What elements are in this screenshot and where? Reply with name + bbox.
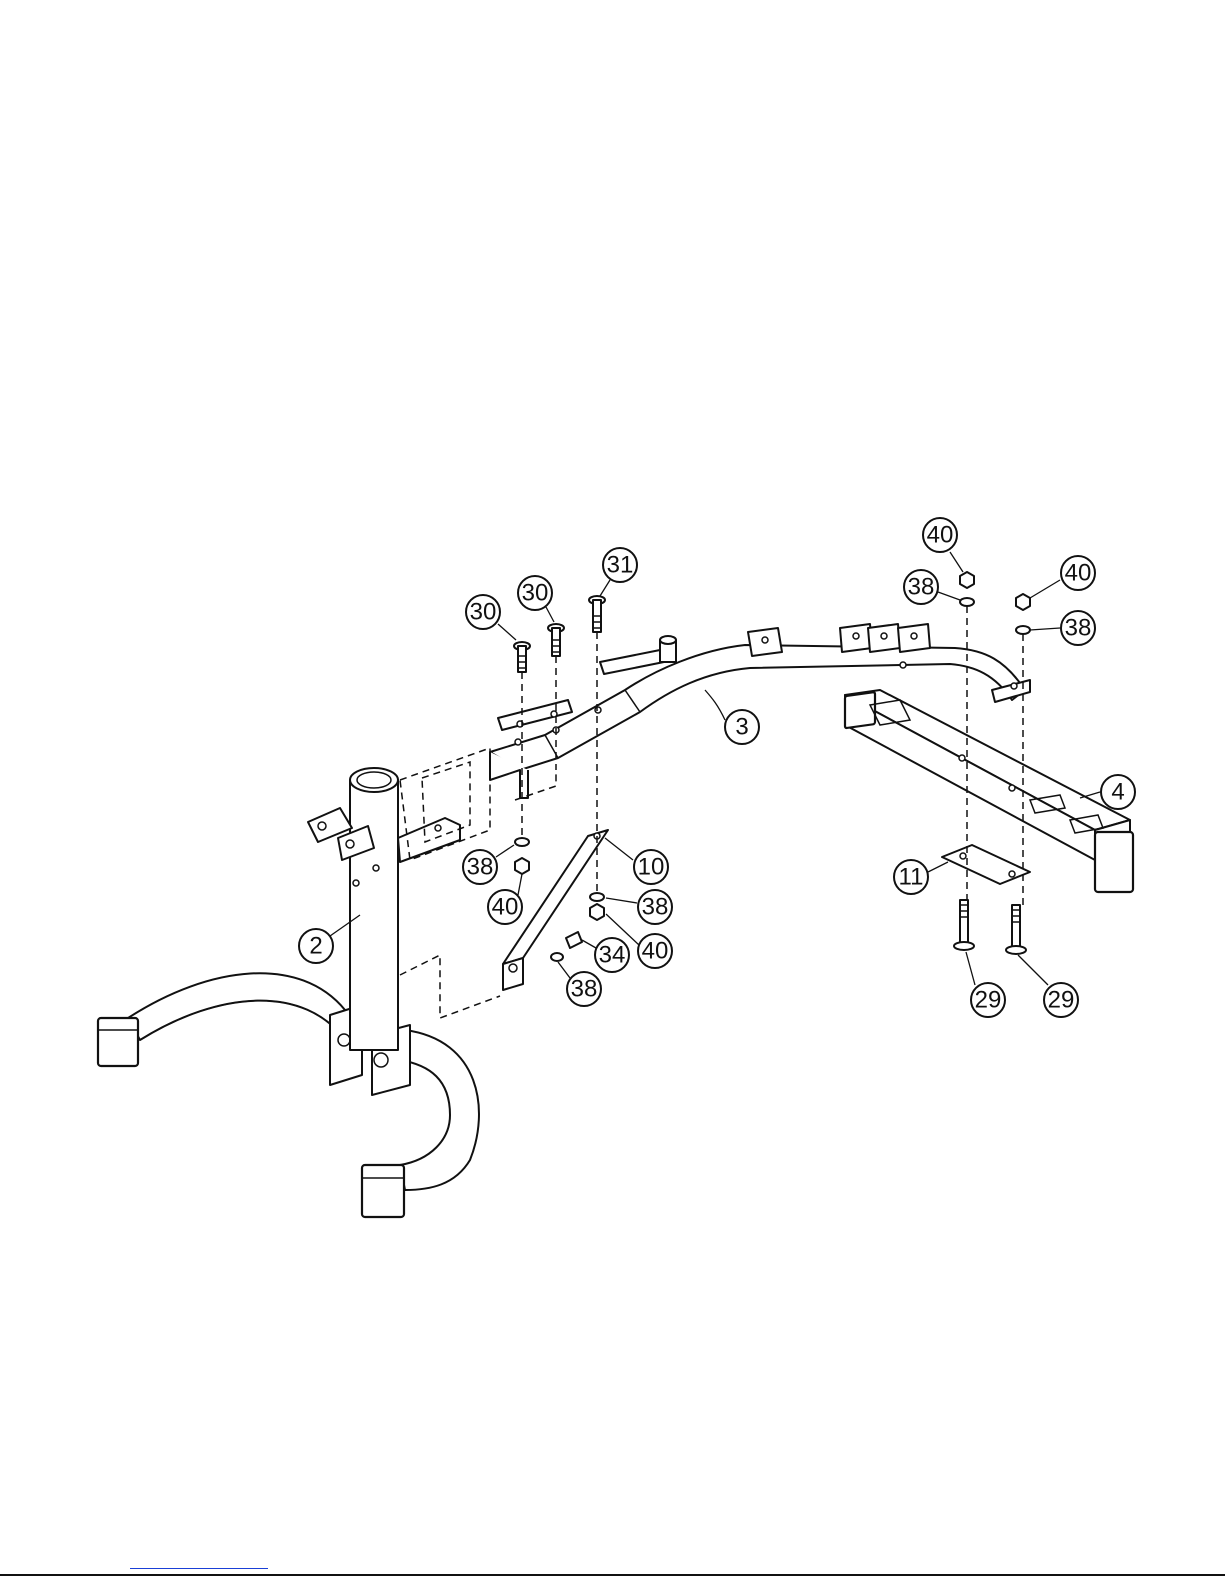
callout-part-11: 11 <box>894 860 928 894</box>
svg-text:30: 30 <box>522 580 549 607</box>
svg-text:38: 38 <box>642 894 669 921</box>
svg-text:40: 40 <box>492 894 519 921</box>
callout-part-38-b: 38 <box>638 890 672 924</box>
callout-part-38-a: 38 <box>463 850 497 884</box>
callout-part-30-left: 30 <box>466 595 500 629</box>
callout-part-40-b: 40 <box>638 934 672 968</box>
callout-part-38-e: 38 <box>1061 611 1095 645</box>
svg-text:30: 30 <box>470 599 497 626</box>
callout-part-38-d: 38 <box>904 570 938 604</box>
callout-part-3: 3 <box>725 710 759 744</box>
callout-part-29-left: 29 <box>971 983 1005 1017</box>
svg-text:38: 38 <box>571 976 598 1003</box>
svg-text:11: 11 <box>899 864 924 891</box>
callout-part-4: 4 <box>1101 775 1135 809</box>
svg-text:29: 29 <box>975 987 1002 1014</box>
svg-text:40: 40 <box>1065 560 1092 587</box>
callout-part-10: 10 <box>634 850 668 884</box>
footer-link-underline[interactable] <box>130 1568 268 1569</box>
callout-part-30-right: 30 <box>518 576 552 610</box>
svg-text:34: 34 <box>599 942 626 969</box>
svg-text:29: 29 <box>1048 987 1075 1014</box>
callout-part-40-a: 40 <box>488 890 522 924</box>
callout-part-40-d: 40 <box>1061 556 1095 590</box>
svg-text:40: 40 <box>927 522 954 549</box>
svg-text:38: 38 <box>908 574 935 601</box>
svg-text:10: 10 <box>638 854 665 881</box>
svg-text:38: 38 <box>467 854 494 881</box>
svg-text:3: 3 <box>735 714 748 741</box>
callout-part-34: 34 <box>595 938 629 972</box>
part-2-base-frame <box>98 768 479 1217</box>
part-11-plate <box>942 845 1030 884</box>
page-footer-rule <box>0 1574 1225 1576</box>
svg-text:38: 38 <box>1065 615 1092 642</box>
callout-part-40-c: 40 <box>923 518 957 552</box>
svg-text:4: 4 <box>1111 779 1124 806</box>
svg-text:2: 2 <box>309 933 322 960</box>
callout-part-31: 31 <box>603 548 637 582</box>
callout-part-2: 2 <box>299 929 333 963</box>
callout-part-29-right: 29 <box>1044 983 1078 1017</box>
svg-text:40: 40 <box>642 938 669 965</box>
callout-part-38-c: 38 <box>567 972 601 1006</box>
svg-text:31: 31 <box>607 552 634 579</box>
